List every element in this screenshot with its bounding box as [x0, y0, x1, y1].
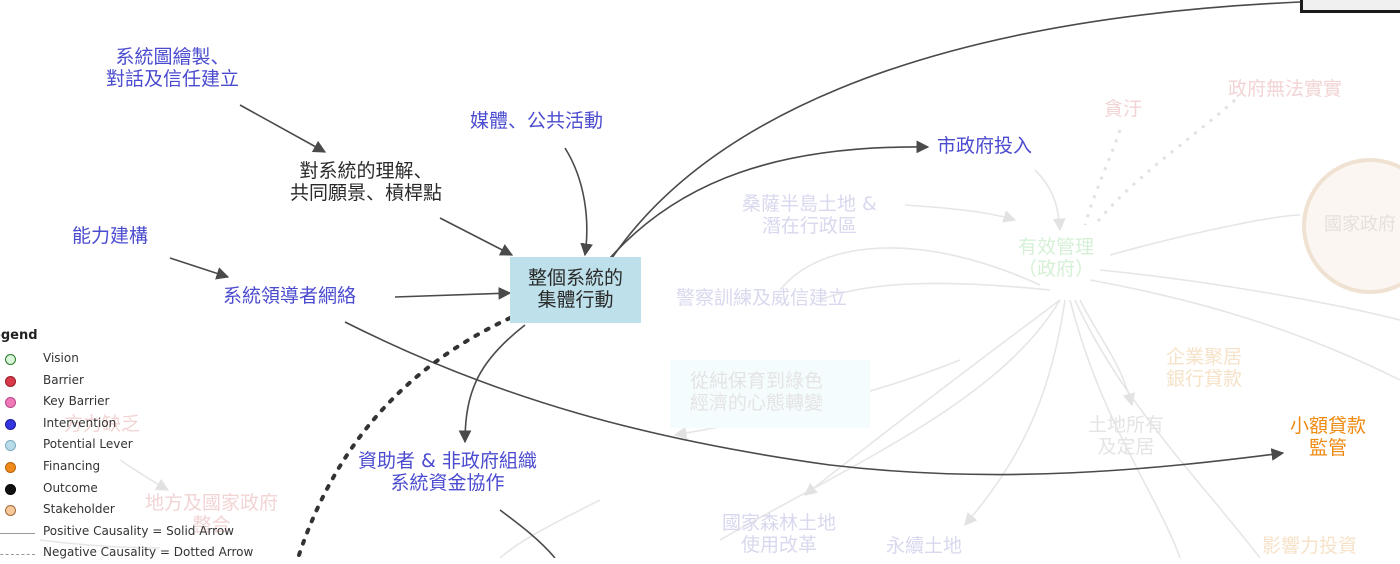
faded-arrow	[1074, 299, 1261, 558]
arrow-understanding-to-action	[439, 217, 514, 256]
faded-arrow	[904, 204, 1017, 223]
node-municipal-investment: 市政府投入	[937, 135, 1033, 157]
node-capacity-building: 能力建構	[72, 225, 149, 247]
faded-arrow	[1109, 214, 1301, 256]
solid-line-sample	[0, 533, 35, 534]
legend-item: Outcome	[0, 480, 260, 500]
faded-arrow	[1089, 279, 1400, 381]
faded-arrow	[779, 247, 1041, 291]
legend-item: Key Barrier	[0, 393, 260, 413]
legend-label: Intervention	[43, 415, 117, 430]
faded-node-enterprise-bank: 企業聚居 銀行貸款	[1166, 346, 1243, 391]
arrow-media-to-action	[564, 147, 593, 257]
faded-node-permanent-land: 永續土地	[886, 535, 963, 557]
legend-swatch	[5, 462, 16, 473]
node-understanding: 對系統的理解、 共同願景、槓桿點	[290, 160, 443, 205]
legend-positive: Positive Causality = Solid Arrow	[0, 523, 260, 543]
faded-arrow	[719, 299, 1061, 541]
faded-dotted-connections	[1083, 98, 1236, 226]
legend-item: Financing	[0, 458, 260, 478]
arrow-action-to-municipal	[609, 140, 930, 259]
legend-item: Intervention	[0, 415, 260, 435]
faded-node-gov-cannot-implement: 政府無法實實	[1228, 78, 1343, 100]
legend-item: Potential Lever	[0, 436, 260, 456]
legend-label: Vision	[43, 351, 79, 365]
faded-arrow	[1099, 269, 1400, 321]
arrow-network-to-action	[394, 287, 512, 300]
faded-node-forest-reform: 國家森林土地 使用改革	[722, 512, 837, 557]
arrow-capacity-to-network	[169, 257, 230, 280]
faded-node-corruption: 貪汙	[1104, 98, 1143, 120]
faded-node-local-national-gov: 地方及國家政府 整合	[145, 492, 279, 537]
legend-label: Financing	[43, 459, 101, 473]
main-connections	[169, 1, 1301, 558]
arrow-funders-outgoing	[499, 509, 556, 558]
arrow-network-to-microfinance	[344, 321, 1285, 476]
legend-title: egend	[0, 328, 38, 343]
faded-arrow	[964, 299, 1066, 526]
faded-node-national-gov: 國家政府	[1324, 214, 1396, 235]
legend-negative: Negative Causality = Dotted Arrow	[0, 544, 260, 564]
arrow-action-to-offscreen	[611, 1, 1301, 259]
legend-label: Outcome	[43, 480, 98, 495]
node-leaders-network: 系統領導者網絡	[223, 285, 357, 307]
dotted-line-sample	[0, 554, 35, 555]
faded-arrow	[39, 539, 161, 549]
node-funders-ngo: 資助者 & 非政府組織 系統資金協作	[358, 450, 537, 495]
node-media-public: 媒體、公共活動	[470, 110, 604, 132]
dotted-arrow-action-negative	[296, 316, 512, 558]
faded-arrow	[819, 282, 1051, 301]
faded-arrow	[1069, 299, 1181, 558]
faded-node-influence-investment: 影響力投資	[1262, 535, 1358, 557]
faded-dotted-arrow	[1083, 129, 1122, 226]
legend-swatch	[5, 440, 16, 452]
legend-label: Stakeholder	[43, 502, 115, 517]
faded-node-mindset-shift: 從純保育到綠色 經濟的心態轉變	[690, 370, 824, 415]
legend-swatch	[5, 483, 16, 495]
faded-node-local-lack: 方力缺乏	[64, 413, 141, 435]
node-system-mapping: 系統圖繪製、 對話及信任建立	[106, 46, 240, 91]
faded-node-police-training: 警察訓練及威信建立	[676, 287, 848, 309]
node-microfinance: 小額貸款 監管	[1290, 415, 1367, 460]
legend-swatch	[5, 397, 16, 409]
legend-swatch	[5, 354, 16, 365]
arrow-action-to-funders	[458, 324, 526, 444]
legend-swatch	[5, 418, 16, 430]
faded-arrow	[1034, 169, 1066, 232]
node-collective-action: 整個系統的 集體行動	[510, 257, 641, 323]
legend-item: Stakeholder	[0, 501, 260, 521]
faded-arrow	[119, 459, 170, 491]
legend-label: Potential Lever	[43, 437, 133, 452]
faded-node-effective-management: 有效管理 （政府）	[1018, 236, 1095, 281]
faded-arrow	[1079, 299, 1136, 407]
faded-node-sessa-peninsula: 桑薩半島土地 & 潛在行政區	[742, 193, 877, 238]
legend-label: Barrier	[43, 372, 84, 387]
legend-item: Vision	[0, 350, 260, 370]
faded-dotted-arrow	[1093, 98, 1236, 226]
legend-swatch	[5, 375, 16, 387]
lever-highlight-box	[670, 360, 870, 428]
faded-node-land-ownership: 土地所有 及定居	[1088, 414, 1165, 459]
legend-item: Barrier	[0, 372, 260, 392]
faded-arrow	[499, 499, 601, 558]
legend-swatch	[5, 505, 16, 517]
legend-label: Key Barrier	[43, 394, 110, 409]
arrow-mapping-to-understanding	[239, 104, 327, 153]
window-edge	[1300, 0, 1400, 13]
